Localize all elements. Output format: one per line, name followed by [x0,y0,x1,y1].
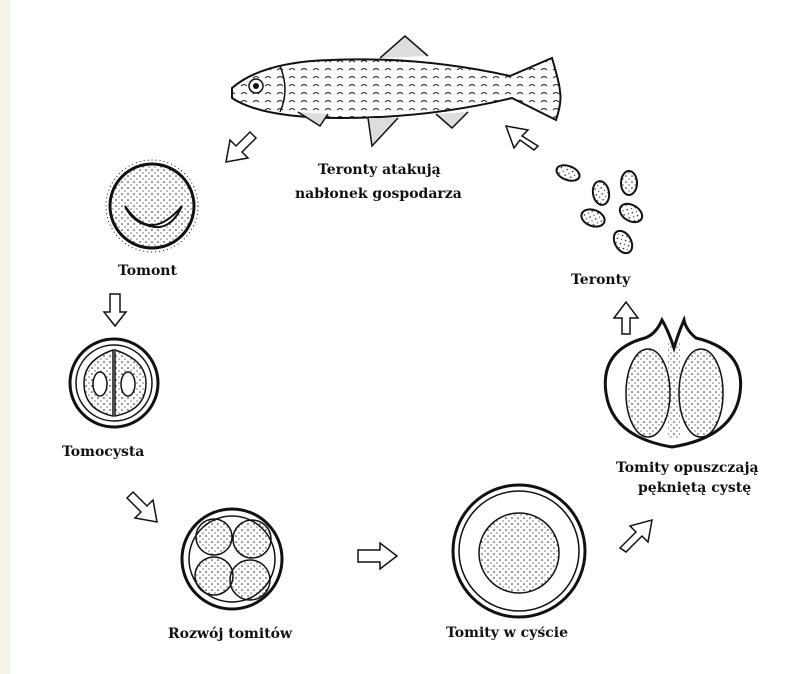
stage-label-attack-2: nabłonek gospodarza [295,185,462,203]
arrow-icon [127,492,157,522]
attack-label-line2: nabłonek gospodarza [295,185,462,203]
tomont-icon [106,160,198,252]
arrow-icon [104,294,126,326]
stage-label-teronty: Teronty [571,271,630,289]
stage-label-tomocysta: Tomocysta [62,443,144,461]
arrow-icon [226,132,256,162]
stage-label-opuszczaja-2: pękniętą cystę [638,479,751,497]
theronts-icon [554,162,645,256]
attack-label-line1: Teronty atakują [318,161,441,179]
stage-label-attack: Teronty atakują [318,161,441,179]
arrow-icon [358,543,397,569]
cyst-with-tomites-icon [453,485,585,617]
arrow-icon [506,126,538,150]
stage-label-rozwoj: Rozwój tomitów [168,625,292,643]
opuszczaja-label-line2: pękniętą cystę [638,479,751,497]
tomocysta-icon [70,339,158,427]
ruptured-cyst-icon [605,320,740,447]
arrow-icon [620,520,652,552]
opuszczaja-label-line1: Tomity opuszczają [616,459,759,477]
tomite-development-icon [182,509,282,609]
stage-label-tomont: Tomont [118,262,177,280]
stage-label-opuszczaja: Tomity opuszczają [616,459,759,477]
arrow-icon [614,302,638,334]
stage-label-cysta: Tomity w cyście [446,624,568,642]
